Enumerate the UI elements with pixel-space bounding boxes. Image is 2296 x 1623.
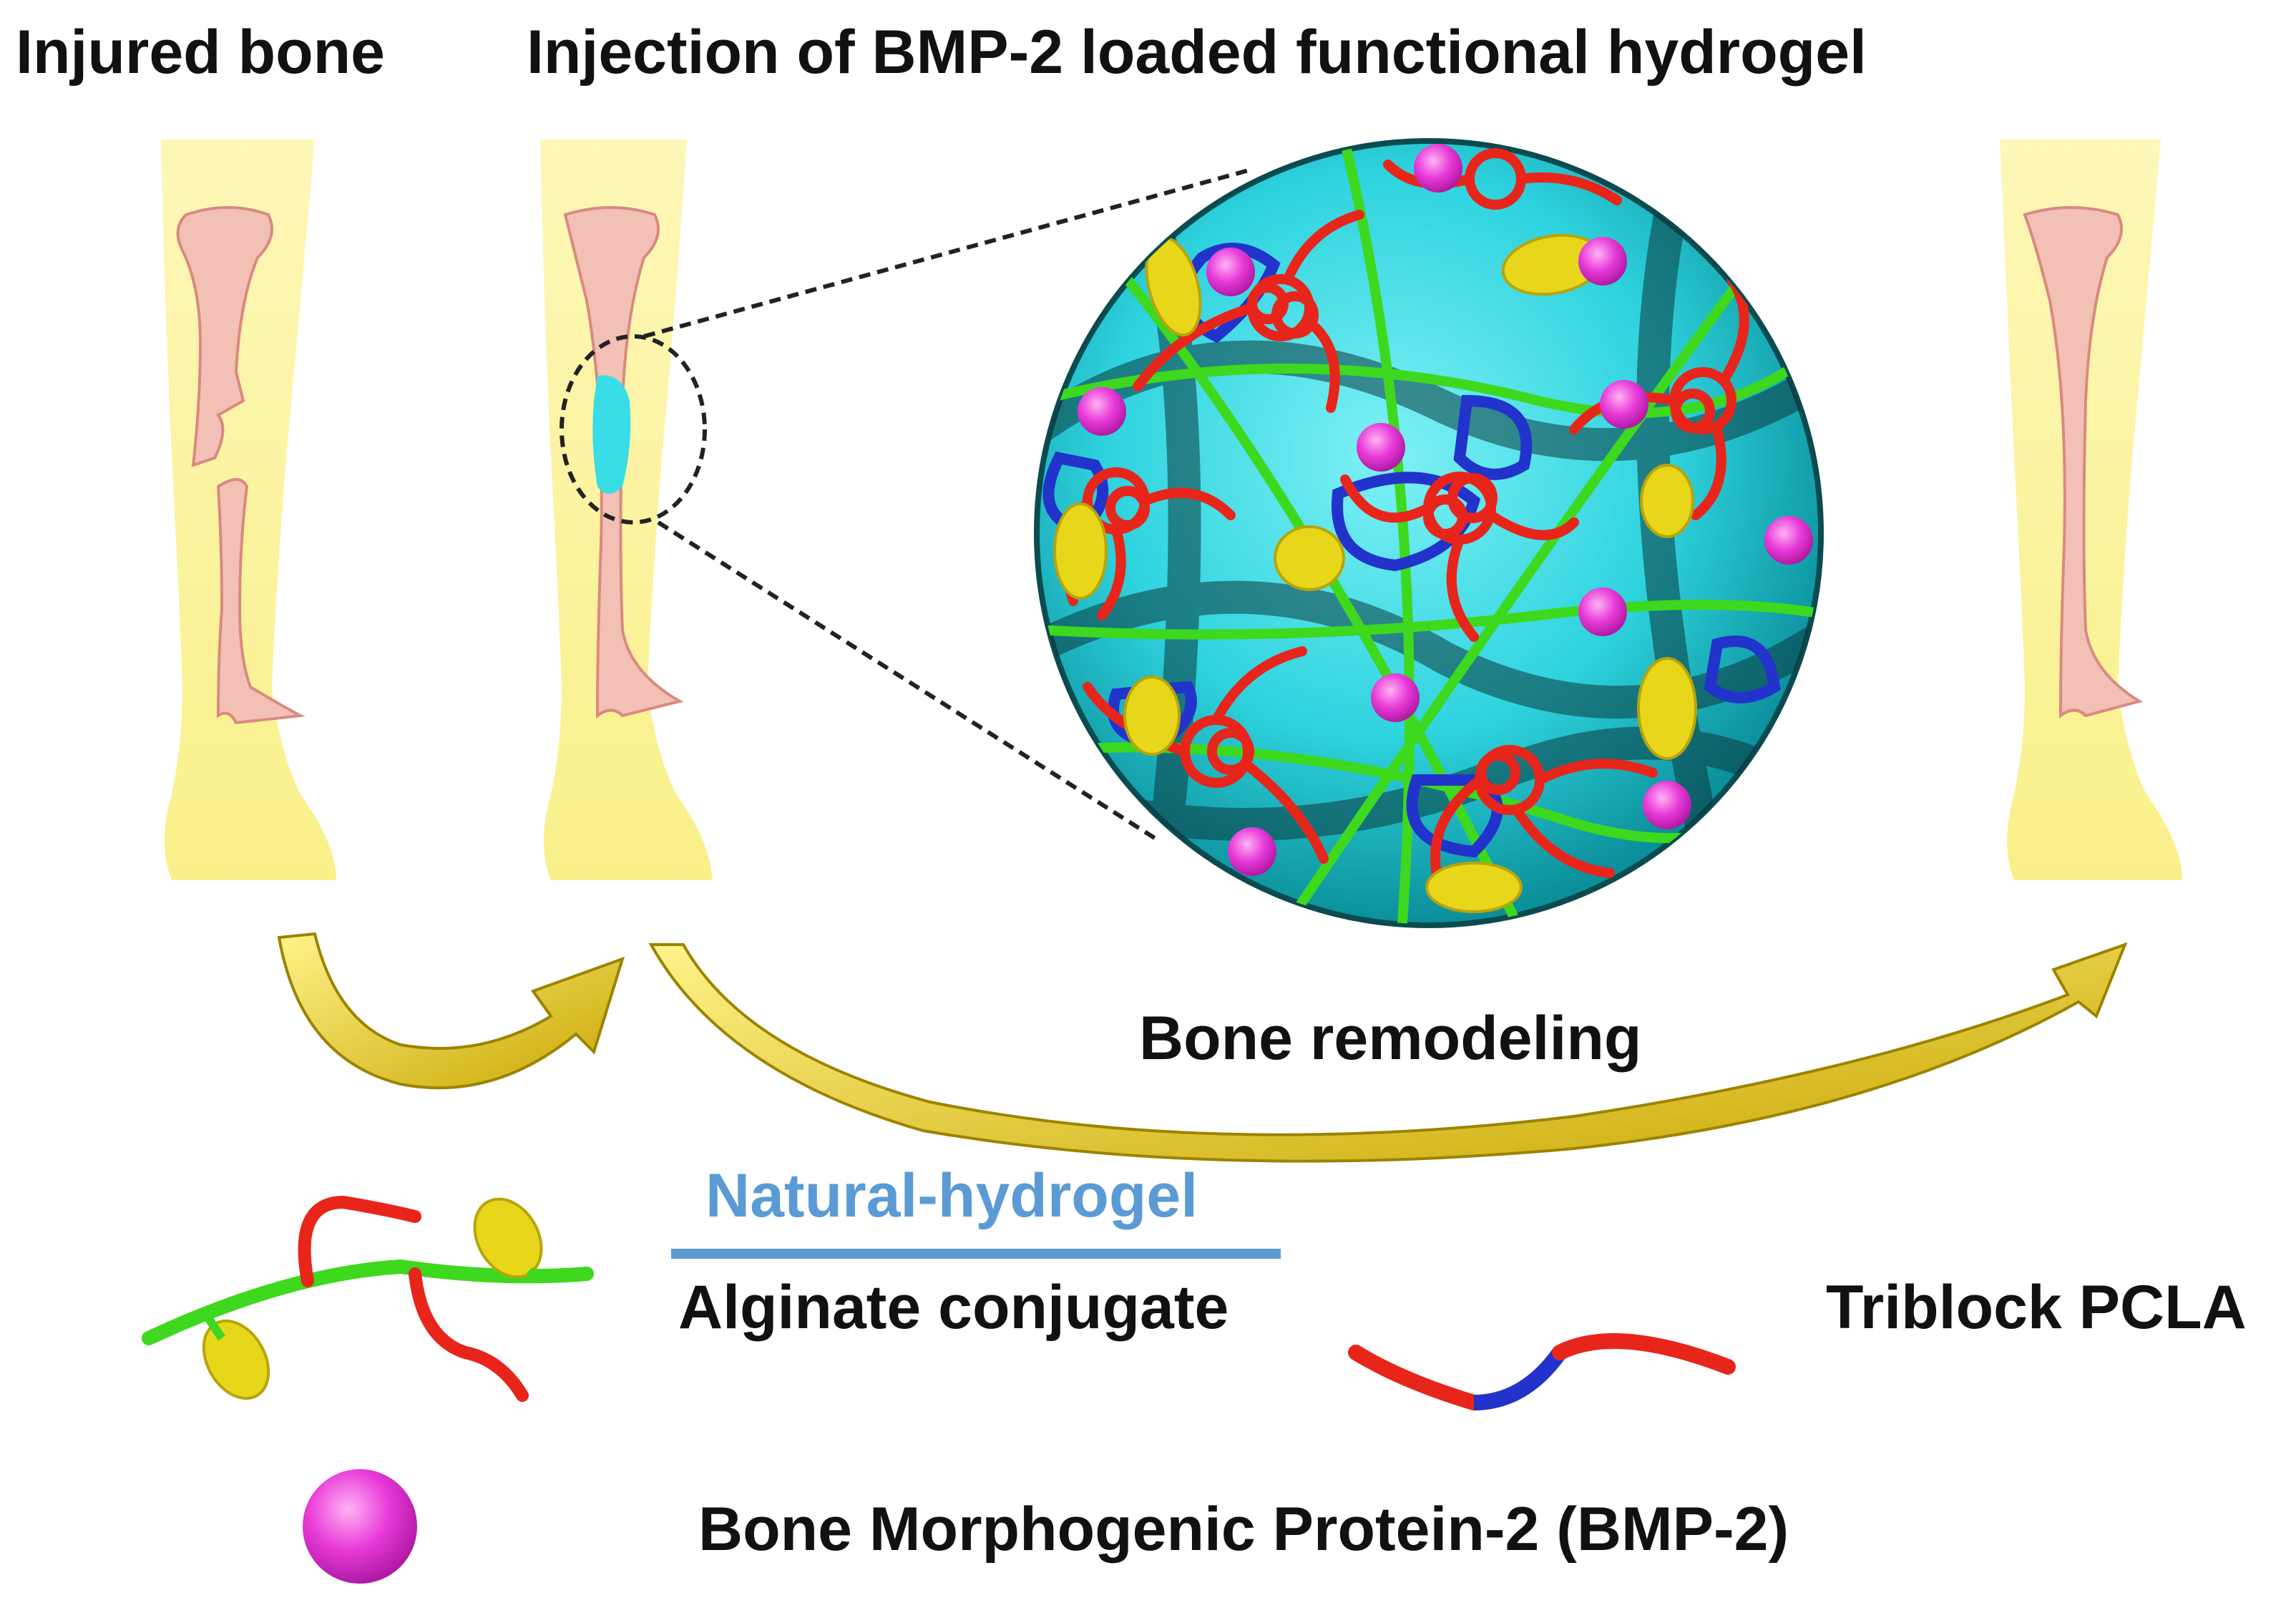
leg-remodeled [2000,140,2182,880]
natural-hydrogel-divider [671,1249,1281,1259]
leg-silhouette [2000,140,2182,880]
label-bone-remodeling: Bone remodeling [1139,1004,1642,1073]
bone-healed [2023,206,2144,718]
leg-silhouette [540,140,712,880]
curved-arrow-icon [648,942,2128,1163]
bone-lower [216,478,306,725]
triblock-pcla-icon [1348,1333,1736,1410]
bone-upper [176,206,273,467]
curved-arrow-icon [277,932,625,1090]
injected-hydrogel [592,375,631,494]
label-injection: Injection of BMP-2 loaded functional hyd… [527,18,1867,87]
label-alginate-conjugate: Alginate conjugate [678,1273,1229,1342]
leg-injured [161,140,336,880]
label-natural-hydrogel: Natural-hydrogel [705,1161,1198,1230]
yellow-moieties [1053,233,1697,913]
alginate-conjugate-icon [142,1195,594,1402]
label-bmp2: Bone Morphogenic Protein-2 (BMP-2) [698,1495,1789,1564]
bmp-sphere-icon [303,1469,417,1584]
zoom-line-top [643,168,1249,338]
leg-injection [540,140,1249,880]
zoom-circle [560,334,707,525]
hydrogel-sphere [1034,138,1824,928]
zoom-line-bottom [657,520,1161,843]
label-injured-bone: Injured bone [16,18,385,87]
bmp-particles [1078,144,1813,876]
label-triblock-pcla: Triblock PCLA [1826,1273,2247,1342]
